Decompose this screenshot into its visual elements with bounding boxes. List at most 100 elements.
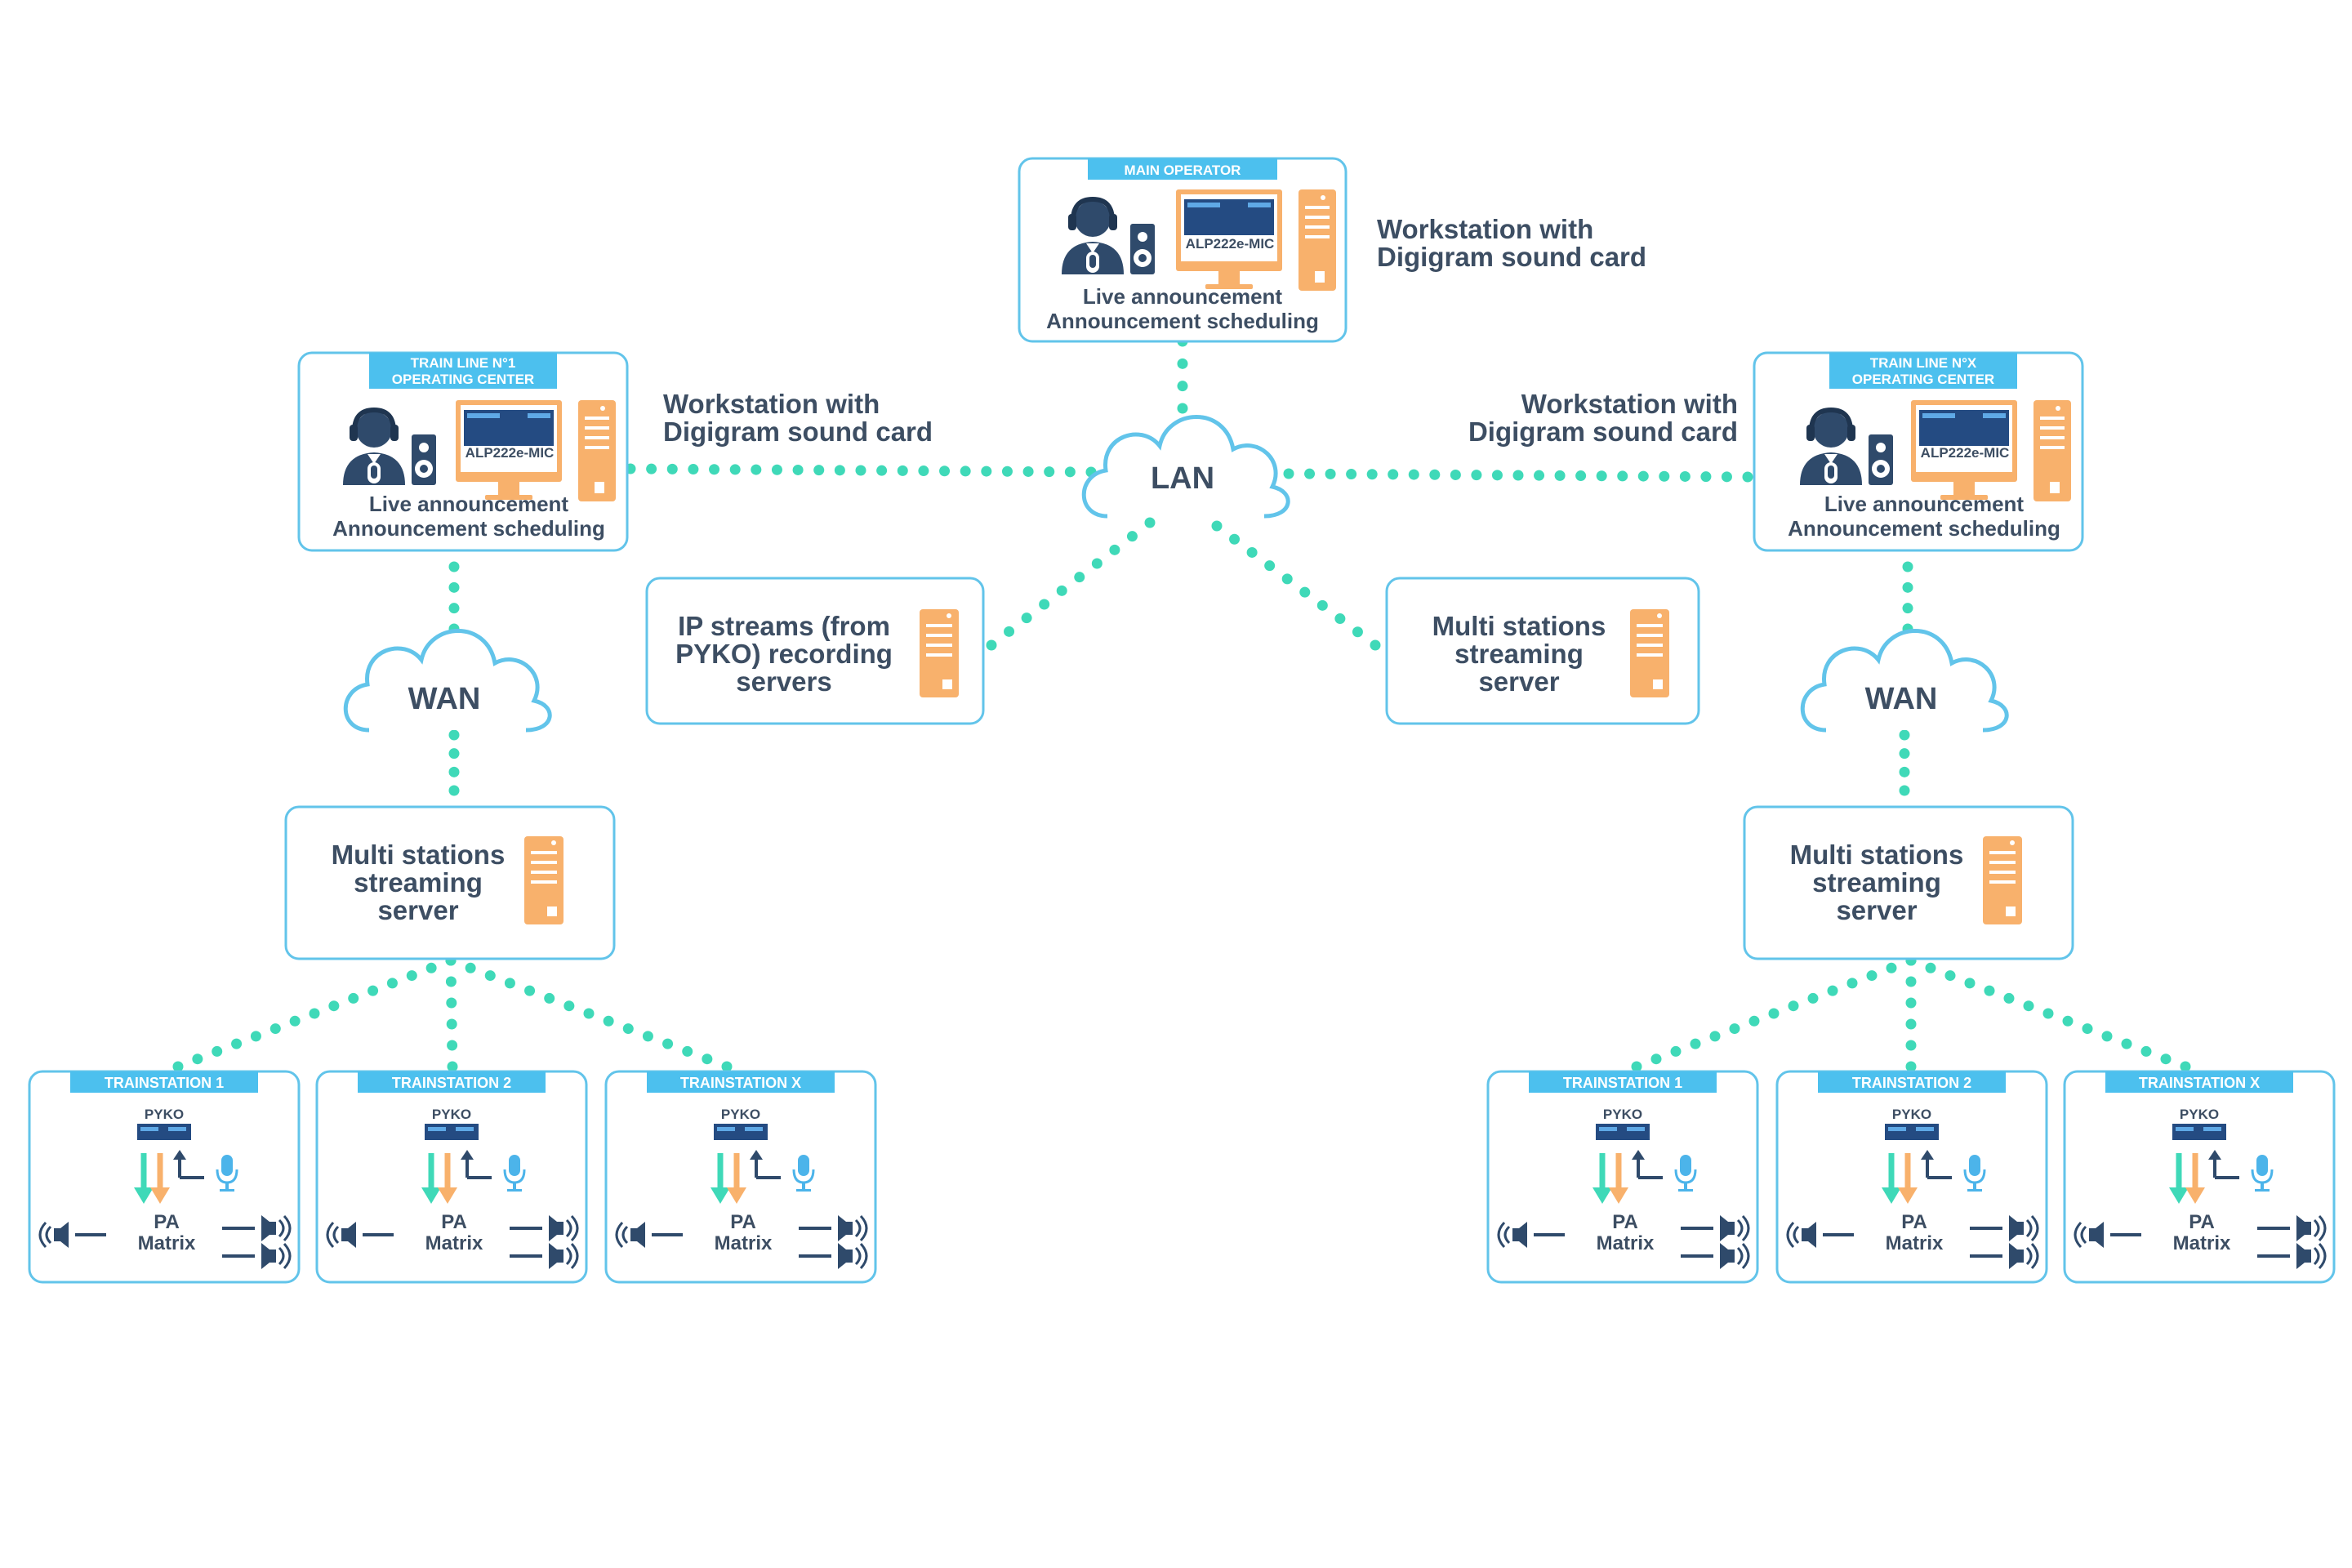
connection-dot <box>1650 1054 1662 1065</box>
main-operator-note-line1: Workstation with <box>1377 214 1593 244</box>
connection-dot <box>2003 992 2015 1004</box>
connection-dot <box>1283 468 1294 479</box>
recording-servers-line1: IP streams (from <box>678 611 890 641</box>
recording-server-icon <box>920 609 959 697</box>
connection-dot <box>1905 1061 1917 1072</box>
right-center-card-label: ALP222e-MIC <box>1921 445 2010 461</box>
pyko-device-icon <box>137 1124 191 1140</box>
connection-dot <box>1039 599 1050 610</box>
pyko-device-icon <box>425 1124 479 1140</box>
connection-dot <box>813 465 825 476</box>
connection-dot <box>448 748 460 760</box>
connection-dot <box>918 466 929 477</box>
connection-dot <box>792 464 804 475</box>
right-streaming-line3: server <box>1836 895 1917 925</box>
connection-dot <box>1659 470 1670 482</box>
pyko-device-icon <box>714 1124 768 1140</box>
recording-servers-line2: PYKO) recording <box>675 639 893 669</box>
connection-dot <box>1056 585 1067 596</box>
connection-dot <box>544 992 555 1004</box>
left-streaming-server-node: Multi stations streaming server <box>284 805 616 960</box>
connection-dot <box>1902 561 1913 572</box>
connection-dot <box>465 962 476 973</box>
pa-matrix-line2: Matrix <box>1886 1232 1944 1254</box>
connection-dot <box>1899 766 1910 777</box>
connection-dot <box>1177 403 1188 414</box>
connection-dot <box>1807 992 1819 1004</box>
left-center-note-line2: Digigram sound card <box>663 416 933 447</box>
connection-dot <box>897 465 908 476</box>
main-operator-line2: Announcement scheduling <box>1046 309 1319 333</box>
connection-dot <box>1905 997 1917 1009</box>
connection-dot <box>250 1031 261 1042</box>
pyko-device-label: PYKO <box>432 1107 471 1122</box>
connection-dot <box>1177 381 1188 392</box>
connection-dot <box>1729 1023 1740 1035</box>
connection-dot <box>642 1031 653 1042</box>
connection-dot <box>1004 626 1015 637</box>
left-streaming-line2: streaming <box>354 867 483 898</box>
pyko-device-label: PYKO <box>1892 1107 1931 1122</box>
trainstation-tag: TRAINSTATION 2 <box>392 1075 511 1091</box>
connection-dot <box>289 1015 301 1027</box>
pa-matrix-line1: PA <box>730 1211 756 1233</box>
left-operating-center-node: TRAIN LINE N°1 OPERATING CENTER ALP222e-… <box>297 351 629 552</box>
pyko-device-label: PYKO <box>2180 1107 2219 1122</box>
center-streaming-line2: streaming <box>1454 639 1584 669</box>
left-center-tag-line2: OPERATING CENTER <box>392 372 534 387</box>
connection-dot <box>688 464 699 475</box>
connection-dot <box>425 962 437 973</box>
connection-dot <box>2023 1000 2034 1012</box>
connection-dot <box>1366 469 1378 480</box>
connection-dot <box>406 970 417 982</box>
connection-dot <box>1044 466 1055 478</box>
audio-flow-arrows-icon <box>421 1150 492 1204</box>
connection-dot <box>729 464 741 475</box>
connection-dot <box>484 970 496 982</box>
connection-dot <box>1001 466 1013 477</box>
connection-dot <box>446 1018 457 1030</box>
connection-dot <box>447 1061 458 1072</box>
connection-dot <box>1491 470 1503 481</box>
right-operating-center-node: TRAIN LINE N°X OPERATING CENTER ALP222e-… <box>1753 351 2084 552</box>
connection-dot <box>1984 985 1995 996</box>
connection-dot <box>1886 962 1897 973</box>
connection-dot <box>1617 470 1628 482</box>
connection-dot <box>666 463 678 474</box>
recording-servers-line3: servers <box>736 666 831 697</box>
left-streaming-line1: Multi stations <box>332 840 506 870</box>
connection-dot <box>2121 1038 2132 1049</box>
connection-dot <box>682 1045 693 1057</box>
right-streaming-line1: Multi stations <box>1790 840 1964 870</box>
connection-dot <box>1534 470 1545 481</box>
connection-dot <box>212 1045 223 1057</box>
connection-dot <box>448 785 460 796</box>
connection-dot <box>447 1040 458 1051</box>
connection-dot <box>1144 517 1156 528</box>
connection-dot <box>448 561 460 572</box>
connection-dot <box>1925 962 1936 973</box>
center-streaming-server-icon <box>1630 609 1669 697</box>
connection-dot <box>1902 603 1913 614</box>
recording-servers-node: IP streams (from PYKO) recording servers <box>645 577 985 725</box>
lan-label: LAN <box>1151 461 1214 496</box>
connection-dot <box>1899 729 1910 741</box>
connection-dot <box>231 1038 243 1049</box>
pyko-device-label: PYKO <box>145 1107 184 1122</box>
connection-dot <box>751 464 762 475</box>
connection-dot <box>1748 1015 1760 1027</box>
main-operator-tag: MAIN OPERATOR <box>1125 163 1241 178</box>
connection-dot <box>1827 985 1838 996</box>
trainstation-tag: TRAINSTATION 1 <box>1563 1075 1682 1091</box>
trainstation-tag: TRAINSTATION X <box>680 1075 801 1091</box>
right-center-note-line2: Digigram sound card <box>1468 416 1738 447</box>
connection-dot <box>1964 978 1976 989</box>
connection-dot <box>2140 1045 2152 1057</box>
connection-dot <box>721 1061 733 1072</box>
connection-dot <box>1905 976 1917 987</box>
connection-dot <box>524 985 536 996</box>
